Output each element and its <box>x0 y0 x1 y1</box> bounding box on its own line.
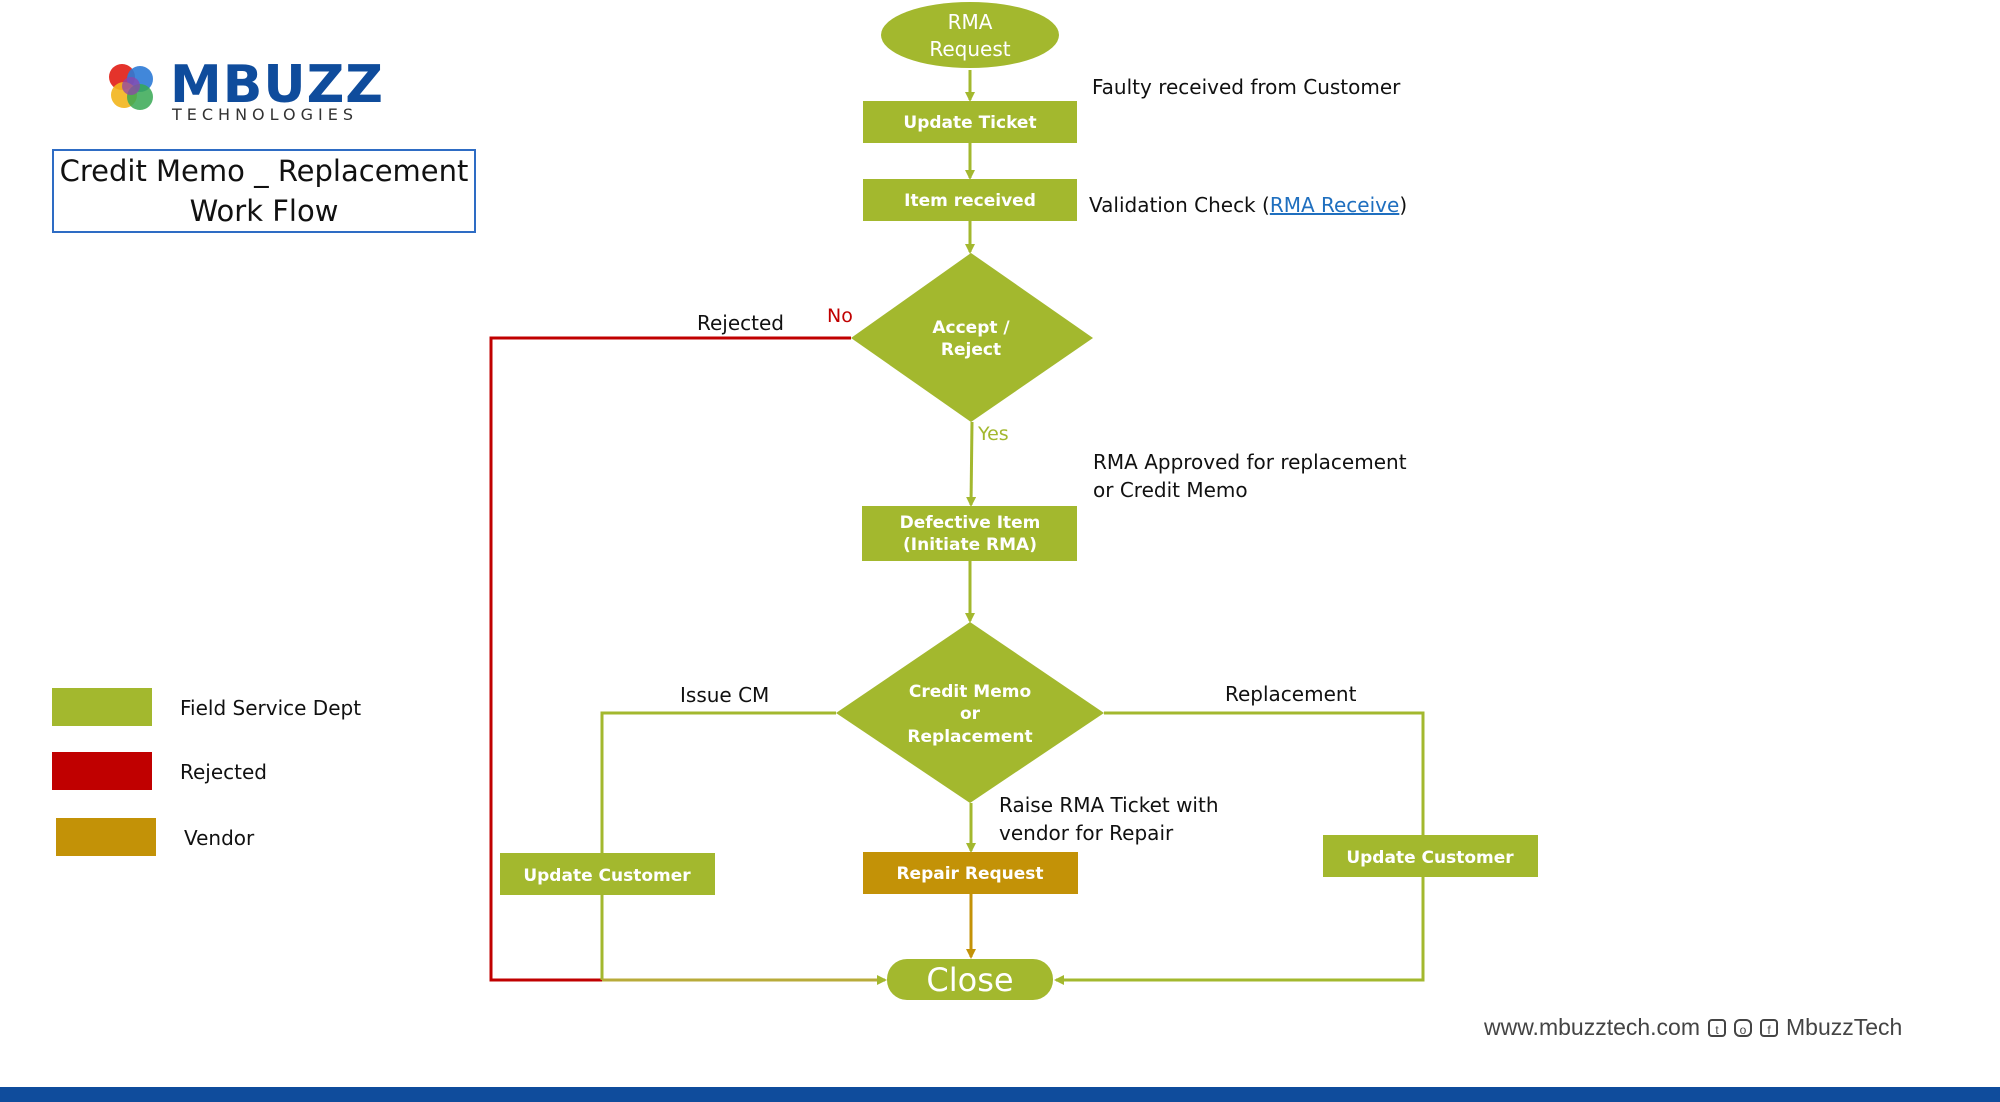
facebook-icon[interactable]: f <box>1760 1018 1779 1037</box>
cm-or-replacement-line-3: Replacement <box>907 727 1032 747</box>
accept-reject-line-1: Accept / <box>932 318 1010 338</box>
faulty-annotation: Faulty received from Customer <box>1092 75 1401 99</box>
defective-item-node: Defective Item (Initiate RMA) <box>862 506 1077 561</box>
update-customer-left-node: Update Customer <box>500 853 715 895</box>
update-customer-right-node: Update Customer <box>1323 835 1538 877</box>
legend-item-vendor: Vendor <box>56 818 376 858</box>
cm-or-replacement-decision: Credit Memo or Replacement <box>836 622 1104 803</box>
close-label: Close <box>926 961 1013 999</box>
accept-reject-decision: Accept / Reject <box>851 253 1093 422</box>
raise-annotation-line-2: vendor for Repair <box>999 821 1174 845</box>
footer-social: www.mbuzztech.com t o f MbuzzTech <box>1484 1014 1902 1041</box>
start-node: RMA Request <box>881 2 1059 68</box>
legend-label-rejected: Rejected <box>180 760 268 784</box>
validation-suffix: ) <box>1399 193 1407 217</box>
update-customer-right-label: Update Customer <box>1346 848 1514 868</box>
diagram-title: Credit Memo _ Replacement Work Flow <box>52 149 476 233</box>
logo-wordmark: MBUZZ <box>170 55 385 115</box>
legend-swatch-vendor <box>56 818 156 856</box>
footer-bar <box>0 1087 2000 1102</box>
start-node-line-2: Request <box>929 37 1010 61</box>
approved-annotation-line-2: or Credit Memo <box>1093 478 1248 502</box>
connector-issue-cm-path <box>600 711 836 980</box>
validation-prefix: Validation Check ( <box>1089 193 1270 217</box>
legend-swatch-rejected <box>52 752 152 790</box>
connector-rejected-path <box>489 336 851 982</box>
legend-label-vendor: Vendor <box>184 826 255 850</box>
yes-label: Yes <box>977 423 1009 445</box>
update-ticket-node: Update Ticket <box>863 101 1077 143</box>
defective-item-line-1: Defective Item <box>900 513 1041 533</box>
legend-label-field-service: Field Service Dept <box>180 696 362 720</box>
rma-receive-link[interactable]: RMA Receive <box>1270 193 1400 217</box>
update-customer-left-label: Update Customer <box>523 866 691 886</box>
repair-request-node: Repair Request <box>863 852 1078 894</box>
defective-item-line-2: (Initiate RMA) <box>903 535 1037 555</box>
validation-annotation: Validation Check (RMA Receive) <box>1089 193 1407 217</box>
logo-subtitle: TECHNOLOGIES <box>172 105 358 124</box>
update-ticket-label: Update Ticket <box>903 113 1036 133</box>
connector-yes-to-defective <box>966 421 977 507</box>
company-logo: MBUZZ TECHNOLOGIES <box>100 55 390 127</box>
rejected-annotation: Rejected <box>697 311 784 335</box>
repair-request-label: Repair Request <box>896 864 1043 884</box>
close-node: Close <box>887 959 1053 1000</box>
replacement-annotation: Replacement <box>1225 682 1357 706</box>
item-received-node: Item received <box>863 179 1077 221</box>
no-label: No <box>827 305 853 327</box>
website-link[interactable]: www.mbuzztech.com <box>1484 1014 1701 1040</box>
start-node-line-1: RMA <box>948 10 993 34</box>
accept-reject-line-2: Reject <box>941 340 1001 360</box>
legend-item-rejected: Rejected <box>52 752 372 792</box>
instagram-icon[interactable]: o <box>1734 1018 1753 1037</box>
legend-swatch-field-service <box>52 688 152 726</box>
cm-or-replacement-line-2: or <box>960 704 981 724</box>
logo-mark-icon <box>109 64 153 110</box>
legend-item-field-service: Field Service Dept <box>52 688 372 728</box>
item-received-label: Item received <box>904 191 1036 211</box>
cm-or-replacement-line-1: Credit Memo <box>909 682 1031 702</box>
social-handle[interactable]: MbuzzTech <box>1786 1014 1903 1040</box>
title-line-2: Work Flow <box>189 194 339 228</box>
title-line-1: Credit Memo _ Replacement <box>59 154 469 188</box>
raise-annotation-line-1: Raise RMA Ticket with <box>999 793 1219 817</box>
approved-annotation-line-1: RMA Approved for replacement <box>1093 450 1407 474</box>
twitter-icon[interactable]: t <box>1708 1018 1727 1037</box>
issue-cm-annotation: Issue CM <box>680 683 769 707</box>
